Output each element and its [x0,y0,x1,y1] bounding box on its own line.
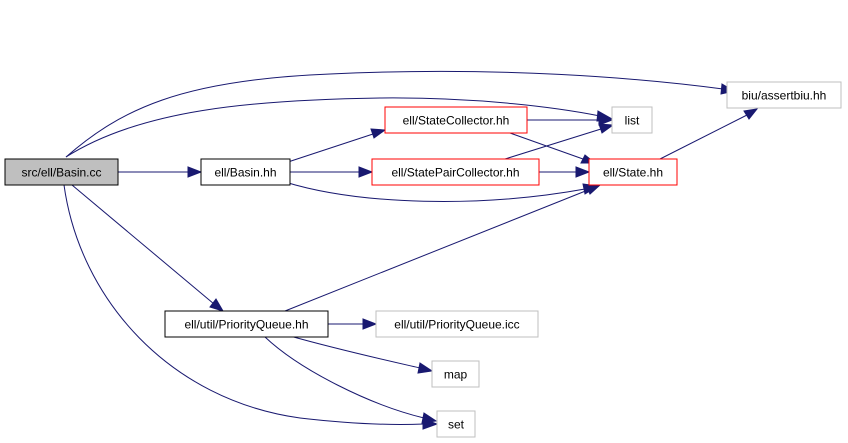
edge-statepaircollector-to-list [504,123,615,160]
edge-statepaircollector-to-state [539,166,591,178]
node-label: ell/State.hh [603,166,663,180]
edge-basin-cc-to-priorityqueue [71,184,225,312]
node-label: biu/assertbiu.hh [742,89,827,103]
node-label: src/ell/Basin.cc [21,166,101,180]
edge-priorityqueue-to-state [284,184,602,312]
node-label: map [444,368,468,382]
edge-state-to-assertbiu [659,108,759,160]
edge-priorityqueue-to-set [264,336,438,424]
node-statepaircollector[interactable]: ell/StatePairCollector.hh [371,158,540,186]
edge-priorityqueue-to-map [289,335,434,374]
node-label: ell/util/PriorityQueue.icc [394,318,519,332]
edge-priorityqueue-to-icc [328,318,378,330]
node-set[interactable]: set [436,410,476,438]
edge-statecollector-to-list [527,114,614,126]
edge-basin-hh-to-statepaircollector [290,166,374,178]
node-label: set [448,418,465,432]
node-basin-hh[interactable]: ell/Basin.hh [200,158,291,186]
edge-basin-cc-to-list [65,97,614,158]
node-assertbiu[interactable]: biu/assertbiu.hh [726,81,842,109]
node-state[interactable]: ell/State.hh [588,158,678,186]
edge-basin-cc-to-basin-hh [118,166,203,178]
node-label: ell/StatePairCollector.hh [391,166,519,180]
node-priorityqueue[interactable]: ell/util/PriorityQueue.hh [164,310,329,338]
edge-basin-cc-to-set [63,184,439,430]
node-map[interactable]: map [431,360,480,388]
node-priorityqueue-icc[interactable]: ell/util/PriorityQueue.icc [375,310,539,338]
node-label: ell/util/PriorityQueue.hh [184,318,308,332]
node-statecollector[interactable]: ell/StateCollector.hh [384,106,528,134]
node-basin-cc[interactable]: src/ell/Basin.cc [4,158,119,186]
node-label: ell/Basin.hh [214,166,276,180]
node-label: list [625,114,640,128]
edge-basin-hh-to-statecollector [287,128,387,163]
node-label: ell/StateCollector.hh [403,114,510,128]
node-list[interactable]: list [611,106,653,134]
